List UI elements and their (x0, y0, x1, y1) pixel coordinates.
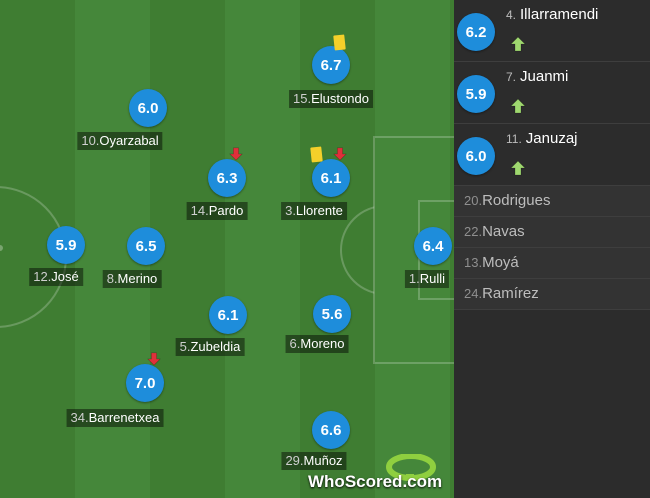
player-number: 34. (70, 410, 89, 425)
bench-player-number: 13. (464, 255, 483, 270)
logo-wordmark: WhoScored.com (308, 472, 443, 491)
player-rating: 5.9 (47, 226, 85, 264)
substituted-off-icon-wrap (229, 147, 243, 163)
player-number: 15. (293, 91, 312, 106)
sub-in-icon-wrap (510, 98, 526, 114)
player-number: 29. (285, 453, 304, 468)
substitute-row[interactable]: 5.9 7.Juanmi (454, 62, 650, 124)
sub-in-arrow-icon (510, 160, 526, 176)
player-name-label: 6.Moreno (285, 335, 349, 353)
player-name-label: 34.Barrenetxea (66, 409, 164, 427)
player-rating: 6.0 (129, 89, 167, 127)
substitute-number: 4. (506, 8, 517, 22)
player-number: 3. (285, 203, 296, 218)
centre-spot (0, 245, 3, 251)
yellow-card-icon (310, 146, 323, 163)
substitute-name: Juanmi (520, 68, 569, 85)
player-name-label: 8.Merino (102, 270, 162, 288)
player-name-label: 1.Rulli (404, 270, 450, 288)
sub-off-arrow-icon (147, 352, 161, 366)
substitute-rating: 6.0 (457, 137, 495, 175)
player-number: 1. (408, 271, 420, 286)
bench-player-row[interactable]: 13.Moyá (454, 248, 650, 279)
player-name: Rulli (419, 271, 446, 286)
sub-in-icon-wrap (510, 160, 526, 176)
player-number: 14. (190, 203, 209, 218)
substitute-rating: 6.2 (457, 13, 495, 51)
sub-in-arrow-icon (510, 98, 526, 114)
player-name-label: 29.Muñoz (281, 452, 347, 470)
bench-player-name: Navas (482, 223, 525, 240)
sub-off-arrow-icon (229, 147, 243, 161)
player-name: Muñoz (303, 453, 343, 468)
player-number: 12. (33, 269, 52, 284)
player-rating: 6.4 (414, 227, 452, 265)
substitute-name-label: 11.Januzaj (506, 130, 578, 147)
player-name: Barrenetxea (88, 410, 160, 425)
player-rating: 7.0 (126, 364, 164, 402)
player-name-label: 14.Pardo (186, 202, 248, 220)
substitute-name-label: 4.Illarramendi (506, 6, 598, 23)
substituted-off-icon-wrap (147, 352, 161, 368)
player-rating: 5.6 (313, 295, 351, 333)
substitute-row[interactable]: 6.0 11.Januzaj (454, 124, 650, 186)
player-rating: 6.3 (208, 159, 246, 197)
player-rating: 6.1 (312, 159, 350, 197)
bench-player-name: Ramírez (482, 285, 539, 302)
player-name: Elustondo (311, 91, 369, 106)
player-name-label: 15.Elustondo (289, 90, 373, 108)
player-rating: 6.7 (312, 46, 350, 84)
substitute-name-label: 7.Juanmi (506, 68, 568, 85)
bench-player-number: 24. (464, 286, 483, 301)
bench-player-row[interactable]: 22.Navas (454, 217, 650, 248)
bench-player-name: Moyá (482, 254, 519, 271)
player-rating: 6.5 (127, 227, 165, 265)
logo-mark-icon (386, 454, 436, 481)
player-number: 10. (81, 133, 100, 148)
player-name: Zubeldia (190, 339, 241, 354)
player-name: Pardo (208, 203, 244, 218)
player-name-label: 12.José (29, 268, 83, 286)
player-number: 5. (179, 339, 191, 354)
bench-player-name: Rodrigues (482, 192, 551, 209)
player-name: Moreno (300, 336, 345, 351)
player-rating: 6.6 (312, 411, 350, 449)
player-name: Oyarzabal (99, 133, 159, 148)
substitute-number: 7. (506, 70, 517, 84)
substitutes-panel: 6.2 4.Illarramendi 5.9 7.Juanmi 6.0 11.Januza… (454, 0, 650, 498)
substituted-off-icon-wrap (333, 147, 347, 163)
bench-player-row[interactable]: 24.Ramírez (454, 279, 650, 310)
sub-in-icon-wrap (510, 36, 526, 52)
player-name: Merino (117, 271, 158, 286)
substitute-name: Illarramendi (520, 6, 599, 23)
player-name-label: 5.Zubeldia (175, 338, 245, 356)
player-rating: 6.1 (209, 296, 247, 334)
substitute-name: Januzaj (525, 130, 578, 147)
bench-player-number: 22. (464, 224, 483, 239)
yellow-card-icon (333, 34, 346, 51)
player-name: Llorente (295, 203, 343, 218)
player-name: José (51, 269, 79, 284)
sub-in-arrow-icon (510, 36, 526, 52)
bench-player-number: 20. (464, 193, 483, 208)
substitute-number: 11. (506, 132, 522, 146)
player-number: 6. (289, 336, 301, 351)
substitute-row[interactable]: 6.2 4.Illarramendi (454, 0, 650, 62)
substitute-rating: 5.9 (457, 75, 495, 113)
sub-off-arrow-icon (333, 147, 347, 161)
bench-player-row[interactable]: 20.Rodrigues (454, 186, 650, 217)
player-name-label: 10.Oyarzabal (77, 132, 163, 150)
whoscored-logo: WhoScored.com (308, 452, 453, 498)
player-name-label: 3.Llorente (281, 202, 347, 220)
player-number: 8. (106, 271, 118, 286)
